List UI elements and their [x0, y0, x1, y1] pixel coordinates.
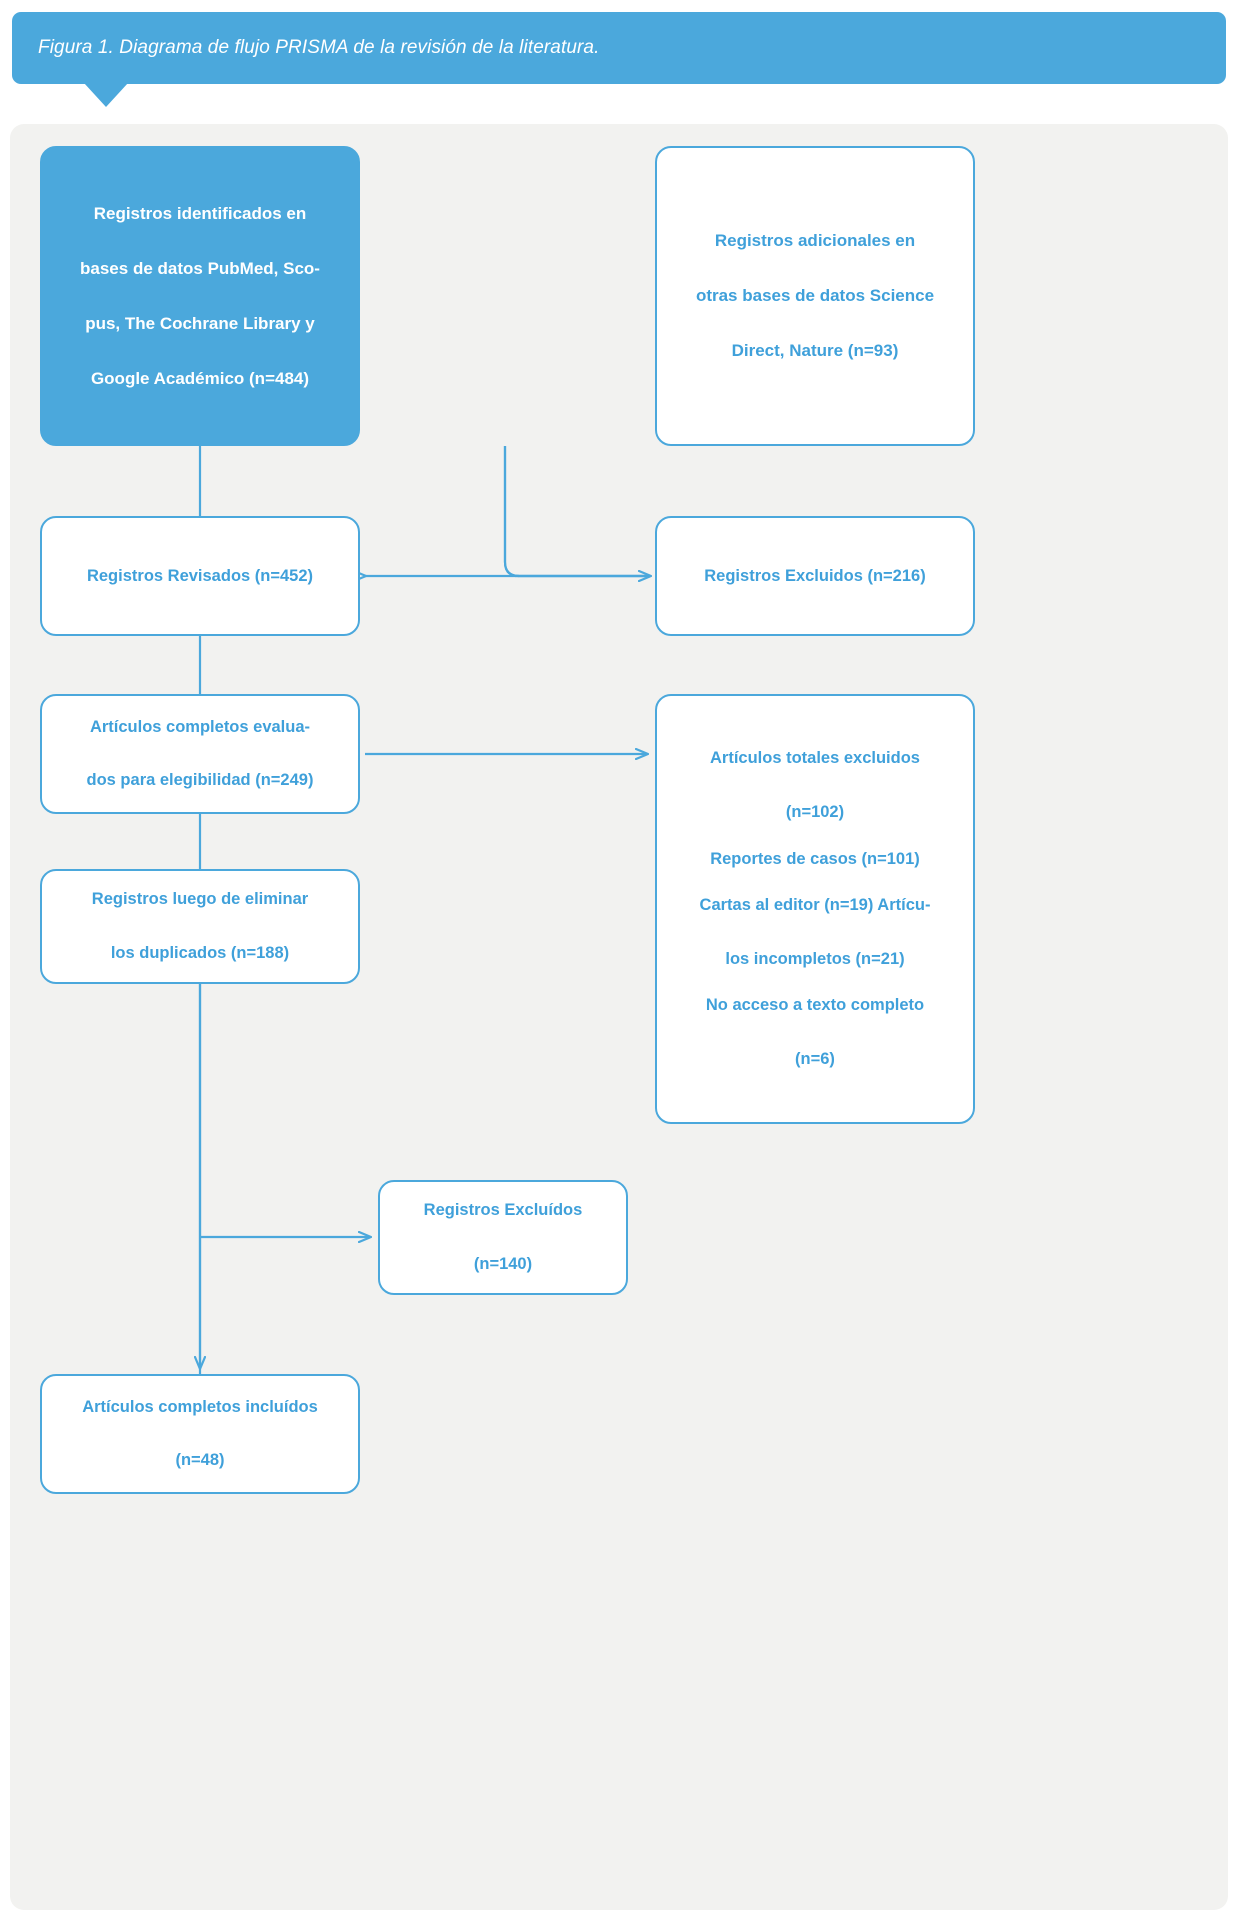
node-text: Registros Excluídos (n=140)	[392, 1197, 615, 1277]
line-1: No acceso a texto completo	[705, 996, 925, 1015]
figure-caption-text: Figura 1. Diagrama de flujo PRISMA de la…	[38, 37, 600, 58]
reason-sin-acceso: No acceso a texto completo (n=6)	[684, 992, 947, 1072]
reason-total: Artículos totales excluidos (n=102)	[684, 745, 947, 825]
line-1: Artículos completos incluídos	[82, 1397, 318, 1416]
node-articulos-incluidos: Artículos completos incluídos (n=48)	[40, 1374, 360, 1494]
line-2: otras bases de datos Science	[695, 286, 935, 306]
node-registros-revisados: Registros Revisados (n=452)	[40, 516, 360, 636]
caption-pointer-triangle	[84, 83, 128, 107]
line-1: Registros adicionales en	[714, 231, 916, 251]
node-text: Registros identificados en bases de dato…	[48, 200, 352, 393]
node-registros-excluidos-216: Registros Excluidos (n=216)	[655, 516, 975, 636]
line-3: Direct, Nature (n=93)	[731, 341, 899, 361]
node-registros-sin-duplicados: Registros luego de eliminar los duplicad…	[40, 869, 360, 984]
line-3: pus, The Cochrane Library y	[85, 313, 315, 333]
line-2: los duplicados (n=188)	[110, 943, 290, 962]
node-articulos-evaluados: Artículos completos evalua- dos para ele…	[40, 694, 360, 814]
line-1: Registros luego de eliminar	[91, 890, 309, 909]
line-2: (n=102)	[785, 802, 845, 821]
line-2: bases de datos PubMed, Sco-	[80, 258, 320, 278]
reason-cartas-editor: Cartas al editor (n=19) Artícu- los inco…	[684, 892, 947, 972]
reason-reportes-casos: Reportes de casos (n=101)	[684, 846, 947, 873]
connector-lines	[10, 446, 1228, 1424]
node-text: Registros Excluidos (n=216)	[704, 566, 926, 585]
node-text: Artículos totales excluidos (n=102) Repo…	[666, 745, 965, 1072]
line-1: Artículos totales excluidos	[710, 749, 920, 768]
line-2: dos para elegibilidad (n=249)	[86, 771, 314, 790]
figure-caption-banner: Figura 1. Diagrama de flujo PRISMA de la…	[12, 12, 1226, 84]
line-1: Registros Excluídos	[423, 1201, 583, 1220]
line-1: Cartas al editor (n=19) Artícu-	[699, 896, 931, 915]
diagram-canvas: Registros identificados en bases de dato…	[10, 124, 1228, 1910]
line-2: los incompletos (n=21)	[725, 949, 905, 968]
node-text: Registros adicionales en otras bases de …	[664, 227, 966, 365]
node-registros-excluidos-140: Registros Excluídos (n=140)	[378, 1180, 628, 1295]
node-registros-identificados: Registros identificados en bases de dato…	[40, 146, 360, 446]
line-1: Registros identificados en	[93, 203, 307, 223]
line-2: (n=48)	[175, 1451, 225, 1470]
node-text: Registros luego de eliminar los duplicad…	[60, 886, 340, 966]
node-registros-adicionales: Registros adicionales en otras bases de …	[655, 146, 975, 446]
line-4: Google Académico (n=484)	[90, 368, 310, 388]
line-1: Reportes de casos (n=101)	[710, 849, 920, 868]
node-text: Artículos completos evalua- dos para ele…	[55, 714, 346, 794]
line-2: (n=140)	[473, 1254, 533, 1273]
node-text: Artículos completos incluídos (n=48)	[50, 1394, 350, 1474]
line-1: Artículos completos evalua-	[89, 717, 311, 736]
node-articulos-totales-excluidos: Artículos totales excluidos (n=102) Repo…	[655, 694, 975, 1124]
line-2: (n=6)	[795, 1049, 835, 1068]
node-text: Registros Revisados (n=452)	[86, 566, 314, 585]
